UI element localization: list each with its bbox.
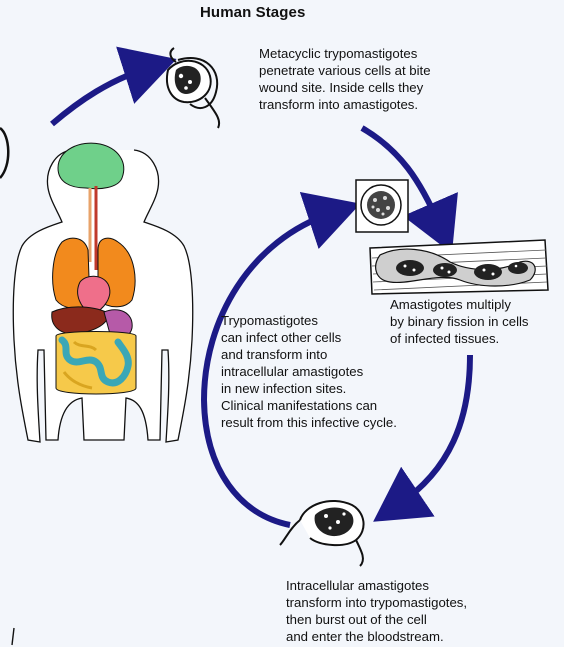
- metacyclic-label: Metacyclic trypomastigotes penetrate var…: [259, 45, 431, 113]
- trypo-line-1: Trypomastigotes: [221, 312, 397, 329]
- amastigotes-multiply-label: Amastigotes multiply by binary fission i…: [390, 296, 529, 347]
- metacyclic-line-2: penetrate various cells at bite: [259, 62, 431, 79]
- stray-mark: [12, 628, 14, 645]
- trypo-line-5: in new infection sites.: [221, 380, 397, 397]
- metacyclic-line-1: Metacyclic trypomastigotes: [259, 45, 431, 62]
- trypo-line-6: Clinical manifestations can: [221, 397, 397, 414]
- trypo-line-7: result from this infective cycle.: [221, 414, 397, 431]
- intra-line-3: then burst out of the cell: [286, 611, 467, 628]
- trypo-line-3: and transform into: [221, 346, 397, 363]
- trypomastigotes-infect-label: Trypomastigotes can infect other cells a…: [221, 312, 397, 431]
- trypo-line-4: intracellular amastigotes: [221, 363, 397, 380]
- metacyclic-line-3: wound site. Inside cells they: [259, 79, 431, 96]
- metacyclic-line-4: transform into amastigotes.: [259, 96, 431, 113]
- intra-line-2: transform into trypomastigotes,: [286, 594, 467, 611]
- arrow-multiply-to-burst: [398, 355, 470, 505]
- amastigotes-line-1: Amastigotes multiply: [390, 296, 529, 313]
- arrow-bite-to-metacyclic: [52, 68, 148, 124]
- intracellular-label: Intracellular amastigotes transform into…: [286, 577, 467, 645]
- amastigotes-line-3: of infected tissues.: [390, 330, 529, 347]
- intra-line-4: and enter the bloodstream.: [286, 628, 467, 645]
- trypomastigote-icon: [280, 501, 364, 566]
- human-body-figure: [13, 143, 192, 442]
- diagram-title: Human Stages: [200, 4, 305, 21]
- edge-circle-fragment: [0, 128, 8, 178]
- trypo-line-2: can infect other cells: [221, 329, 397, 346]
- intra-line-1: Intracellular amastigotes: [286, 577, 467, 594]
- infected-cell-box: [356, 180, 408, 232]
- infected-tissue-icon: [370, 240, 548, 294]
- metacyclic-trypomastigote-icon: [167, 48, 219, 128]
- amastigotes-line-2: by binary fission in cells: [390, 313, 529, 330]
